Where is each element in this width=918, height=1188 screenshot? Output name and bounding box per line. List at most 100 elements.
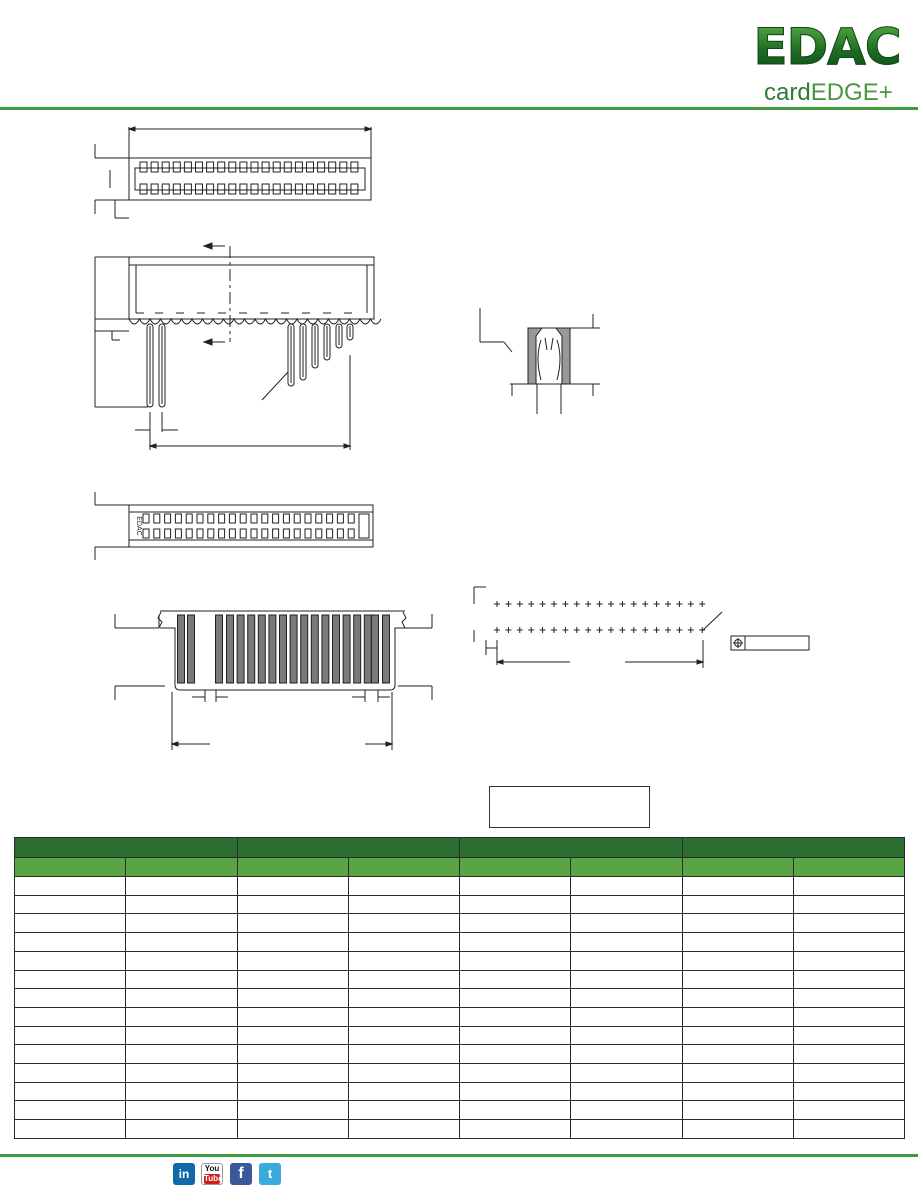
section-view [479,308,600,414]
table-cell [570,932,683,952]
table-cell [458,988,572,1008]
youtube-icon-bottom: Tube [204,1174,223,1184]
card-finger [382,614,390,684]
table-cell [347,876,461,896]
top-contact [183,183,192,195]
table-cell [458,1081,572,1102]
table-cell [681,988,794,1008]
table-cell [125,1044,238,1065]
bottom-contact [282,513,290,524]
bottom-contact [315,528,323,539]
card-finger [332,614,340,684]
table-cell [13,1025,127,1046]
twitter-icon[interactable]: t [259,1163,281,1185]
top-contact [217,183,226,195]
table-row [13,988,906,1008]
bottom-contact [185,513,193,524]
table-group-header [459,837,683,858]
table-cell [792,913,906,934]
cardedge-logo-upper: EDGE [810,79,879,106]
table-group-header [14,837,238,858]
table-cell [13,932,127,952]
table-cell [792,1119,906,1139]
table-cell [13,1119,127,1139]
table-row [13,950,906,971]
table-cell [458,950,572,971]
table-cell [792,932,906,952]
table-group-header [681,837,905,858]
bottom-contact [153,513,161,524]
linkedin-icon[interactable]: in [173,1163,195,1185]
bottom-contact [326,513,334,524]
table-column-header [347,857,461,877]
table-cell [236,1063,349,1083]
boxed-note [489,786,650,828]
table-cell [13,988,127,1008]
table-cell [681,876,794,896]
top-contact [139,161,148,173]
bottom-contact [250,528,258,539]
bottom-contact [207,513,215,524]
top-contact [306,161,314,173]
bottom-contact [228,528,236,539]
table-cell [570,894,683,915]
top-contact [183,161,192,173]
bottom-contact [228,513,236,524]
table-cell [570,969,683,990]
table-cell [792,1006,906,1027]
top-contact [261,183,270,195]
table-row [13,1044,906,1065]
card-finger [247,614,256,684]
bottom-contact [326,528,334,539]
table-cell [458,913,572,934]
table-cell [13,969,127,990]
table-row [13,969,906,990]
table-cell [458,1119,572,1139]
table-cell [681,913,794,934]
bottom-contact [261,528,269,539]
bottom-contact [336,528,344,539]
top-contact [172,183,181,195]
table-cell [570,1081,683,1102]
table-cell [13,950,127,971]
table-column-header [458,857,572,877]
table-cell [236,1100,349,1121]
table-cell [570,1063,683,1083]
table-cell [458,1025,572,1046]
table-cell [13,1063,127,1083]
bottom-contact [347,513,355,524]
table-cell [458,1100,572,1121]
card-finger [353,614,362,684]
table-cell [347,913,461,934]
bottom-contact [164,513,172,524]
top-contact [150,183,159,195]
bottom-contact [304,528,312,539]
table-cell [681,894,794,915]
card-finger [321,614,330,684]
top-contact [328,183,337,195]
top-contact [150,161,159,173]
bottom-contact [174,513,182,524]
top-contact [317,161,326,173]
table-cell [347,932,461,952]
table-cell [681,1119,794,1139]
facebook-icon[interactable]: f [230,1163,252,1185]
top-contact [261,161,270,173]
bottom-contact [239,528,247,539]
table-cell [13,894,127,915]
top-contact [228,183,237,195]
bottom-contact [153,528,161,539]
table-row [13,1063,906,1083]
table-cell [347,1025,461,1046]
bottom-contact [261,513,269,524]
card-finger [257,614,266,684]
table-cell [681,1025,794,1046]
footer-rule [0,1154,918,1157]
table-cell [13,1100,127,1121]
top-contact [272,183,281,195]
table-cell [125,894,238,915]
card-finger [215,614,223,684]
table-group-header-row [14,837,905,858]
top-contact [239,161,248,173]
